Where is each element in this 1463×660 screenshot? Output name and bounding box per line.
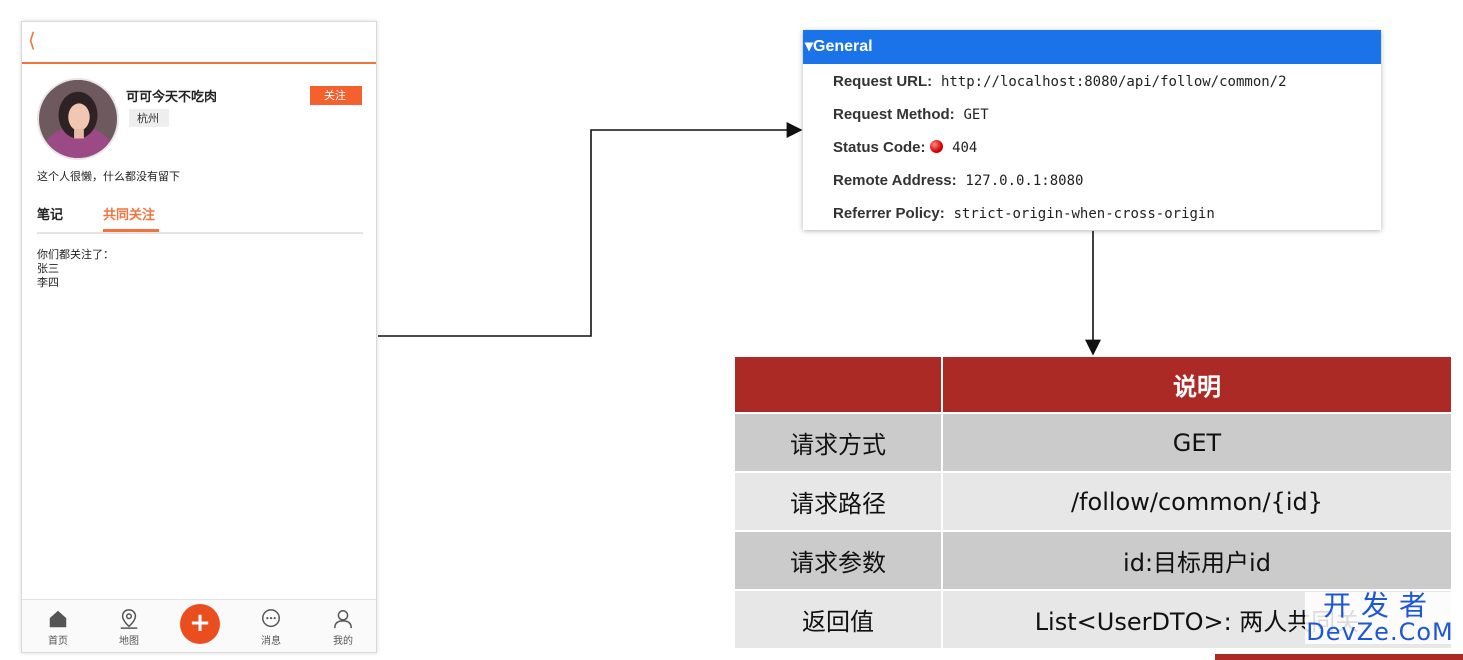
nav-map[interactable]: 地图 bbox=[104, 608, 154, 647]
list-item[interactable]: 张三 bbox=[37, 262, 59, 275]
tab-notes[interactable]: 笔记 bbox=[37, 208, 64, 223]
request-url-value: http://localhost:8080/api/follow/common/… bbox=[940, 74, 1287, 90]
tab-common-follows-label: 共同关注 bbox=[103, 208, 156, 223]
request-url-key: Request URL: bbox=[833, 73, 933, 90]
map-pin-icon bbox=[120, 609, 138, 629]
api-spec-table: 说明 请求方式 GET 请求路径 /follow/common/{id} 请求参… bbox=[735, 357, 1451, 650]
status-code-value: 404 bbox=[952, 140, 978, 156]
request-method-row: Request Method: GET bbox=[833, 105, 989, 123]
table-header-cell: 说明 bbox=[943, 357, 1451, 414]
table-cell: GET bbox=[943, 414, 1451, 473]
user-nickname: 可可今天不吃肉 bbox=[126, 90, 218, 105]
referrer-policy-value: strict-origin-when-cross-origin bbox=[953, 206, 1215, 222]
nav-home-label: 首页 bbox=[48, 636, 68, 647]
nav-messages-label: 消息 bbox=[261, 636, 281, 647]
general-title: General bbox=[813, 38, 873, 55]
nav-messages[interactable]: 消息 bbox=[246, 608, 296, 647]
common-follow-list: 你们都关注了： 张三 李四 bbox=[37, 248, 114, 290]
remote-address-key: Remote Address: bbox=[833, 172, 957, 189]
referrer-policy-key: Referrer Policy: bbox=[833, 205, 945, 222]
request-method-value: GET bbox=[963, 107, 989, 123]
status-code-row: Status Code: 404 bbox=[833, 138, 977, 156]
city-tag: 杭州 bbox=[129, 109, 169, 127]
table-cell: /follow/common/{id} bbox=[943, 473, 1451, 532]
avatar bbox=[37, 78, 119, 160]
plus-icon[interactable]: + bbox=[180, 604, 220, 644]
devtools-general-panel: ▾General Request URL: http://localhost:8… bbox=[803, 30, 1381, 230]
active-tab-indicator bbox=[103, 229, 159, 232]
request-method-key: Request Method: bbox=[833, 106, 955, 123]
nav-mine-label: 我的 bbox=[333, 636, 353, 647]
remote-address-row: Remote Address: 127.0.0.1:8080 bbox=[833, 171, 1083, 189]
status-error-icon bbox=[930, 140, 944, 153]
user-icon bbox=[334, 610, 352, 629]
nav-mine[interactable]: 我的 bbox=[318, 608, 368, 647]
table-header-cell bbox=[735, 357, 943, 414]
profile-tabs: 笔记 共同关注 bbox=[37, 204, 363, 234]
table-row: 请求参数 id:目标用户id bbox=[735, 532, 1451, 591]
watermark-line1: 开发者 bbox=[1305, 592, 1455, 620]
top-bar: ⟨ bbox=[22, 22, 376, 64]
nav-home[interactable]: 首页 bbox=[33, 608, 83, 647]
table-cell: 请求参数 bbox=[735, 532, 943, 591]
nav-map-label: 地图 bbox=[119, 636, 139, 647]
common-follow-title: 你们都关注了： bbox=[37, 248, 114, 261]
general-header[interactable]: ▾General bbox=[803, 30, 1381, 64]
bottom-nav: 首页 地图 + 消息 我的 bbox=[22, 599, 376, 652]
table-cell: 返回值 bbox=[735, 591, 943, 650]
table-cell: 请求路径 bbox=[735, 473, 943, 532]
decorative-strip bbox=[1215, 654, 1463, 660]
tab-common-follows[interactable]: 共同关注 bbox=[103, 204, 159, 232]
caret-down-icon: ▾ bbox=[805, 38, 814, 55]
status-code-key: Status Code: bbox=[833, 139, 926, 156]
remote-address-value: 127.0.0.1:8080 bbox=[965, 173, 1084, 189]
chevron-left-icon[interactable]: ⟨ bbox=[28, 28, 36, 52]
table-row: 请求方式 GET bbox=[735, 414, 1451, 473]
follow-button[interactable]: 关注 bbox=[310, 86, 362, 105]
table-header-row: 说明 bbox=[735, 357, 1451, 414]
table-cell: id:目标用户id bbox=[943, 532, 1451, 591]
table-cell: 请求方式 bbox=[735, 414, 943, 473]
table-row: 请求路径 /follow/common/{id} bbox=[735, 473, 1451, 532]
list-item[interactable]: 李四 bbox=[37, 276, 59, 289]
phone-user-profile: ⟨ 可可今天不吃肉 杭州 关注 这个人很懒，什么都没有留下 笔记 共同关注 你们… bbox=[21, 21, 377, 653]
request-url-row: Request URL: http://localhost:8080/api/f… bbox=[833, 72, 1287, 90]
referrer-policy-row: Referrer Policy: strict-origin-when-cros… bbox=[833, 204, 1215, 222]
watermark-line2: DevZe.CoM bbox=[1305, 618, 1455, 646]
site-watermark: 开发者 DevZe.CoM bbox=[1305, 592, 1455, 644]
user-intro: 这个人很懒，什么都没有留下 bbox=[37, 170, 180, 183]
home-icon bbox=[49, 610, 67, 628]
message-icon bbox=[262, 609, 280, 628]
